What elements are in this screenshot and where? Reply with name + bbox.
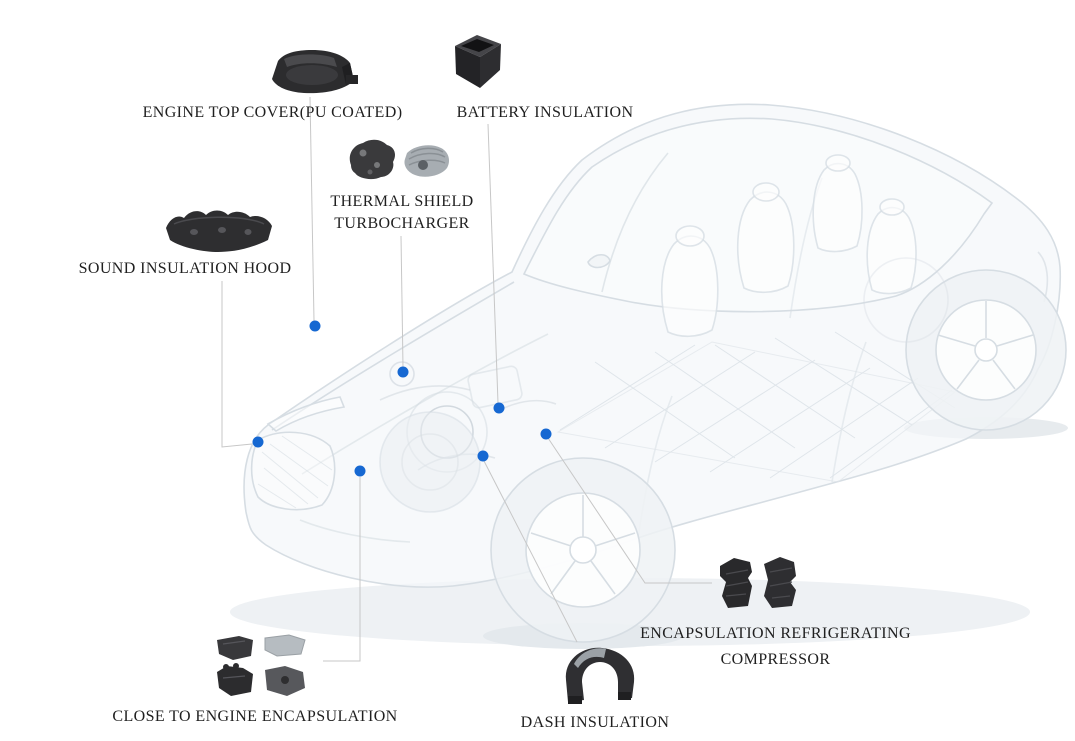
leader-battery-insulation	[487, 123, 499, 404]
label-close-to-engine-encapsulation: CLOSE TO ENGINE ENCAPSULATION	[112, 708, 398, 725]
label-thermal-shield-turbocharger: THERMAL SHIELD TURBOCHARGER	[316, 191, 488, 235]
encapsulation-refrigerating-compressor-part-image	[714, 552, 802, 614]
label-encapsulation-refrigerating-compressor: ENCAPSULATION REFRIGERATING COMPRESSOR	[618, 621, 933, 673]
label-sound-insulation-hood: SOUND INSULATION HOOD	[78, 260, 292, 277]
leader-close-to-engine-encapsulation	[323, 477, 361, 662]
label-dash-insulation: DASH INSULATION	[520, 714, 670, 731]
battery-insulation-part-image	[447, 30, 507, 92]
marker-engine-top-cover	[309, 320, 321, 332]
marker-encapsulation-refrigerating-compressor	[540, 428, 552, 440]
leader-encapsulation-refrigerating-compressor	[547, 437, 712, 584]
label-engine-top-cover: ENGINE TOP COVER(PU COATED)	[142, 104, 403, 121]
dash-insulation-part-image	[560, 642, 642, 708]
marker-sound-insulation-hood	[252, 436, 264, 448]
close-to-engine-encapsulation-part-image	[213, 630, 321, 702]
engine-top-cover-part-image	[262, 45, 362, 97]
leader-engine-top-cover	[309, 96, 315, 322]
marker-dash-insulation	[477, 450, 489, 462]
thermal-shield-turbocharger-part-image	[345, 135, 457, 187]
leader-thermal-shield-turbocharger	[400, 235, 404, 368]
label-line: COMPRESSOR	[720, 651, 831, 668]
marker-close-to-engine-encapsulation	[354, 465, 366, 477]
label-line: THERMAL SHIELD	[330, 193, 474, 210]
label-line: TURBOCHARGER	[334, 215, 470, 232]
marker-thermal-shield-turbocharger	[397, 366, 409, 378]
label-line: ENCAPSULATION REFRIGERATING	[640, 625, 911, 642]
label-battery-insulation: BATTERY INSULATION	[456, 104, 634, 121]
leader-sound-insulation-hood	[221, 281, 253, 448]
sound-insulation-hood-part-image	[160, 206, 278, 256]
marker-battery-insulation	[493, 402, 505, 414]
leader-dash-insulation	[483, 460, 578, 643]
